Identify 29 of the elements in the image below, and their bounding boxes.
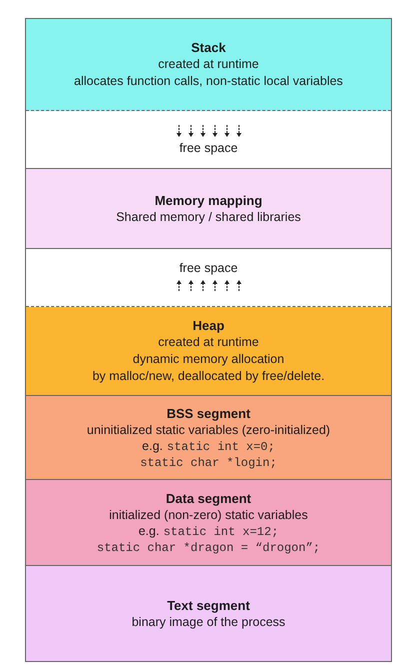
code-line: static int x=12; — [163, 524, 279, 538]
segment-description: created at runtime — [158, 334, 259, 351]
memory-segment-band — [26, 566, 391, 661]
segment-description: allocates function calls, non-static local variables — [74, 73, 343, 90]
segment-title: Data segment — [166, 490, 252, 506]
segment-title: Heap — [192, 317, 224, 334]
example-label: e.g. — [138, 524, 160, 538]
segment-description: initialized (non-zero) static variables — [109, 506, 308, 524]
free-space-label: free space — [179, 140, 238, 157]
segment-description: Shared memory / shared libraries — [116, 208, 301, 226]
segment-title: BSS segment — [166, 404, 250, 422]
segment-description: dynamic memory allocation — [132, 351, 284, 368]
free-space-label: free space — [179, 260, 238, 277]
code-line: static int x=0; — [166, 440, 275, 454]
segment-title: Stack — [191, 39, 226, 56]
segment-title: Text segment — [167, 596, 250, 614]
memory-segment-band — [26, 19, 391, 111]
example-label: e.g. — [142, 438, 163, 452]
segment-description: by malloc/new, deallocated by free/delete. — [92, 368, 325, 385]
segment-description: created at runtime — [158, 56, 259, 73]
memory-segment-band — [26, 396, 391, 480]
memory-segment-band — [26, 480, 391, 566]
segment-description: uninitialized static variables (zero-initialized) — [86, 422, 330, 438]
segment-title: Memory mapping — [154, 192, 262, 208]
code-line: static char *dragon = “drogon”; — [96, 540, 320, 554]
code-line: static char *login; — [140, 456, 277, 470]
memory-segment-band — [26, 307, 391, 396]
memory-segment-band — [26, 169, 391, 249]
segment-description: binary image of the process — [132, 614, 286, 630]
